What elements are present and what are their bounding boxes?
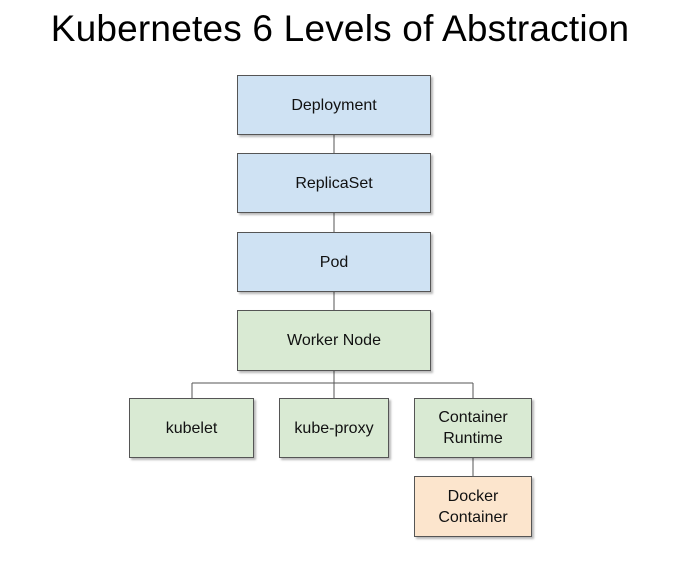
docker-container-label: Docker Container bbox=[438, 487, 508, 526]
worker-node-box: Worker Node bbox=[237, 310, 431, 371]
worker-node-label: Worker Node bbox=[287, 332, 381, 349]
kube-proxy-box: kube-proxy bbox=[279, 398, 389, 458]
pod-box: Pod bbox=[237, 232, 431, 292]
container-runtime-box: Container Runtime bbox=[414, 398, 532, 458]
kubelet-label: kubelet bbox=[165, 419, 218, 437]
container-runtime-label: Container Runtime bbox=[438, 409, 508, 447]
replicaset-box: ReplicaSet bbox=[237, 153, 431, 213]
kubelet-box: kubelet bbox=[129, 398, 254, 458]
kube-proxy-label: kube-proxy bbox=[294, 419, 374, 437]
docker-container-box: Docker Container bbox=[414, 476, 532, 537]
deployment-label: Deployment bbox=[291, 96, 377, 114]
replicaset-label: ReplicaSet bbox=[295, 174, 373, 192]
diagram-title: Kubernetes 6 Levels of Abstraction bbox=[50, 8, 630, 49]
deployment-box: Deployment bbox=[237, 75, 431, 135]
pod-label: Pod bbox=[319, 253, 349, 271]
